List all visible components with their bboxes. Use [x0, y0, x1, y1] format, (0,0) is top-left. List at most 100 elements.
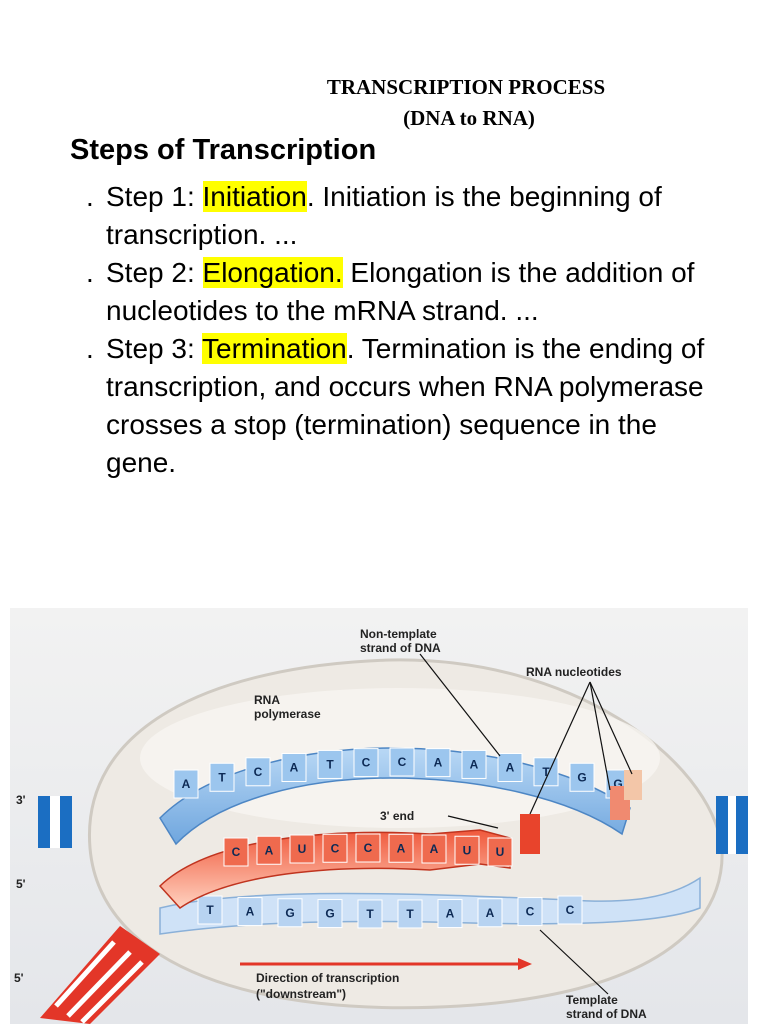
template-base-letter-tile	[397, 899, 423, 929]
pointer-line-non-template	[419, 653, 501, 757]
label-3-prime-end: 3' end	[380, 809, 414, 823]
template-base-letter-tile	[357, 899, 383, 929]
template-base-letter-tile	[437, 899, 463, 929]
template-base-letter: T	[406, 907, 414, 921]
label-non-template-2: strand of DNA	[360, 641, 441, 655]
top-base-letter-tile	[533, 757, 559, 787]
rna-exit-stripes	[54, 940, 144, 1024]
top-base-letter: G	[613, 777, 622, 791]
dna-end-left-top-stripe	[50, 796, 60, 848]
label-rna-nucleotides: RNA nucleotides	[526, 665, 622, 679]
rna-base-letter-tile	[355, 833, 381, 863]
template-base-letter: A	[486, 906, 495, 920]
template-base-letter: G	[285, 906, 294, 920]
bullet: .	[86, 333, 94, 364]
template-base-letter: G	[325, 907, 334, 921]
label-direction-2: ("downstream")	[256, 987, 346, 1001]
top-base-letter: A	[506, 761, 515, 775]
title-line-2: (DNA to RNA)	[403, 106, 535, 130]
list-item-step-3: . Step 3: Termination. Termination is th…	[86, 330, 726, 482]
template-base-letter-tile	[477, 898, 503, 928]
template-base-letter-tile	[237, 897, 263, 927]
rna-base-letter: U	[496, 845, 505, 859]
template-base-letter-tile	[277, 898, 303, 928]
step-text: Elongation is the addition of nucleotide…	[106, 257, 695, 326]
rna-base-letter: C	[364, 841, 373, 855]
rna-base-letter: A	[265, 843, 274, 857]
top-base-letter: G	[577, 770, 586, 784]
top-base-letter-tile	[317, 749, 343, 779]
step-keyword-highlight: Initiation	[202, 181, 307, 212]
top-base-letter: C	[362, 756, 371, 770]
rna-base-letter-tile	[223, 837, 249, 867]
label-template-2: strand of DNA	[566, 1007, 647, 1021]
template-base-letter: C	[526, 905, 535, 919]
step-keyword-highlight: Elongation.	[202, 257, 343, 288]
top-base-letter: C	[398, 755, 407, 769]
template-base-letter: C	[566, 903, 575, 917]
top-base-letter: A	[470, 757, 479, 771]
pointer-line-template	[539, 929, 609, 995]
bullet: .	[86, 181, 94, 212]
label-polymerase-1: RNA	[254, 693, 280, 707]
direction-arrowhead	[518, 958, 532, 970]
title-line-1: TRANSCRIPTION PROCESS	[326, 75, 606, 99]
rna-exit-strand	[40, 926, 160, 1024]
top-base-letter-tile	[569, 762, 595, 792]
label-direction-1: Direction of transcription	[256, 971, 399, 985]
top-base-letter-tile	[281, 753, 307, 782]
template-base-letter: T	[366, 907, 374, 921]
label-5-prime-left: 5'	[16, 877, 26, 891]
template-base-letter: A	[446, 907, 455, 921]
template-base-letter: T	[206, 903, 214, 917]
dna-end-right-stripe	[728, 796, 736, 854]
list-item-step-1: . Step 1: Initiation. Initiation is the …	[86, 178, 726, 254]
rna-base-letter-tile	[454, 835, 480, 865]
document-title: TRANSCRIPTION PROCESS (DNA to RNA)	[0, 72, 768, 134]
rna-base-letter: A	[430, 842, 439, 856]
label-polymerase-2: polymerase	[254, 707, 321, 721]
template-base-letter-tile	[197, 895, 223, 925]
top-base-letter-tile	[425, 748, 451, 778]
top-base-letter-tile	[245, 757, 271, 787]
top-base-letter: T	[326, 757, 334, 771]
rna-nucleotide-incoming-1	[520, 814, 540, 854]
top-base-letter-tile	[497, 753, 523, 782]
top-base-letter: C	[254, 765, 263, 779]
template-base-letter-tile	[317, 899, 343, 929]
top-base-letter-tile	[209, 762, 235, 792]
step-prefix: Step 2:	[106, 257, 203, 288]
steps-list: . Step 1: Initiation. Initiation is the …	[86, 178, 726, 482]
rna-base-letter: A	[397, 841, 406, 855]
pointer-line-nucleotide-2	[589, 681, 611, 791]
rna-base-letter-tile	[256, 835, 282, 865]
top-base-letter-tile	[461, 749, 487, 779]
label-template-1: Template	[566, 993, 618, 1007]
rna-base-letter: C	[232, 845, 241, 859]
label-5-prime-bottom: 5'	[14, 971, 24, 985]
rna-nucleotide-incoming-3	[624, 770, 642, 800]
step-text: . Initiation is the beginning of transcr…	[106, 181, 662, 250]
step-prefix: Step 1:	[106, 181, 203, 212]
pointer-line-nucleotide-1	[529, 681, 591, 815]
rna-base-letter-tile	[322, 833, 348, 863]
template-base-letter-tile	[557, 895, 583, 925]
top-base-letter: A	[182, 777, 191, 791]
rna-base-letter-tile	[421, 834, 447, 864]
rna-base-letter: U	[463, 843, 472, 857]
top-base-letter: T	[218, 770, 226, 784]
top-base-letter: A	[434, 756, 443, 770]
section-heading: Steps of Transcription	[70, 134, 377, 166]
step-keyword-highlight: Termination	[202, 333, 347, 364]
rna-base-letter: C	[331, 841, 340, 855]
rna-base-letter: U	[298, 842, 307, 856]
top-base-letter: T	[542, 765, 550, 779]
label-3-prime-left: 3'	[16, 793, 26, 807]
rna-base-letter-tile	[487, 837, 513, 867]
template-base-letter: A	[246, 905, 255, 919]
list-item-step-2: . Step 2: Elongation. Elongation is the …	[86, 254, 726, 330]
label-non-template-1: Non-template	[360, 627, 437, 641]
